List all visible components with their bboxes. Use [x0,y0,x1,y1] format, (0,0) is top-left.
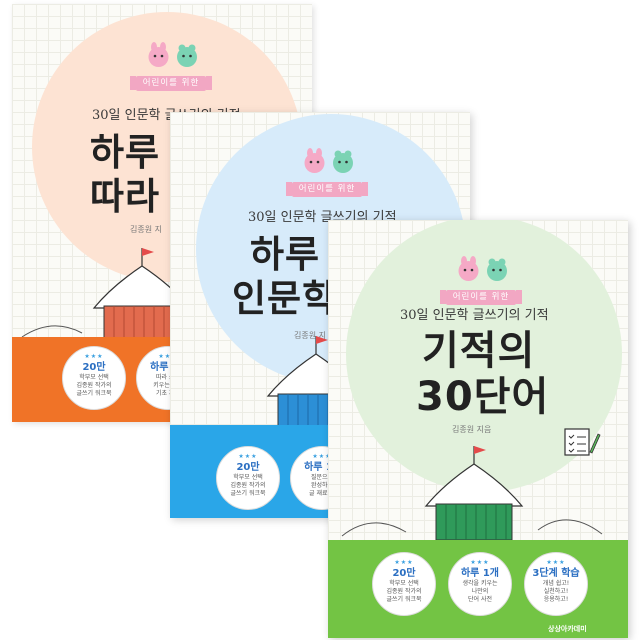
star-icons: ★★★ [158,353,178,360]
badge-bestseller: ★★★ 20만 학부모 선택 김종원 작가의 글쓰기 워크북 [62,346,126,410]
book-cover-3: 어린이를 위한 30일 인문학 글쓰기의 기적 기적의 30단어 김종원 지음 … [328,220,628,638]
book-author: 김종원 지 [130,225,162,234]
pink-bunny-icon [148,42,197,67]
book-title-line2: 30단어 [416,374,550,420]
flag-icon [142,248,154,256]
star-icons: ★★★ [238,453,258,460]
audience-ribbon: 어린이를 위한 [130,76,212,91]
book-author: 김종원 지 [294,331,326,340]
pink-bunny-icon [458,256,507,281]
book-title-line1: 기적의 [422,328,536,374]
flag-icon [316,336,328,344]
ground-lines [341,519,603,537]
book-subtitle: 30일 인문학 글쓰기의 기적 [400,308,549,323]
checklist-pencil-icon [564,428,601,456]
audience-ribbon: 어린이를 위한 [440,290,522,305]
book-author: 김종원 지음 [452,425,492,434]
book-title-line2: 인문학 [232,277,338,320]
badge-three-steps: ★★★ 3단계 학습 개념 쉽고! 실천하고! 응용하고! [524,552,588,616]
audience-ribbon: 어린이를 위한 [286,182,368,197]
badge-bestseller: ★★★ 20만 학부모 선택 김종원 작가의 글쓰기 워크북 [372,552,436,616]
star-icons: ★★★ [470,559,490,566]
star-icons: ★★★ [312,453,332,460]
circus-tent-icon [424,446,524,541]
publisher-logo: 상상아카데미 [548,625,587,633]
badge-bestseller: ★★★ 20만 학부모 선택 김종원 작가의 글쓰기 워크북 [216,446,280,510]
badge-daily: ★★★ 하루 1개 생각을 키우는 나만의 단어 사전 [448,552,512,616]
circus-tent-icon [92,248,192,339]
flag-icon [474,446,486,454]
star-icons: ★★★ [546,559,566,566]
pink-bunny-icon [304,148,353,173]
star-icons: ★★★ [394,559,414,566]
star-icons: ★★★ [84,353,104,360]
